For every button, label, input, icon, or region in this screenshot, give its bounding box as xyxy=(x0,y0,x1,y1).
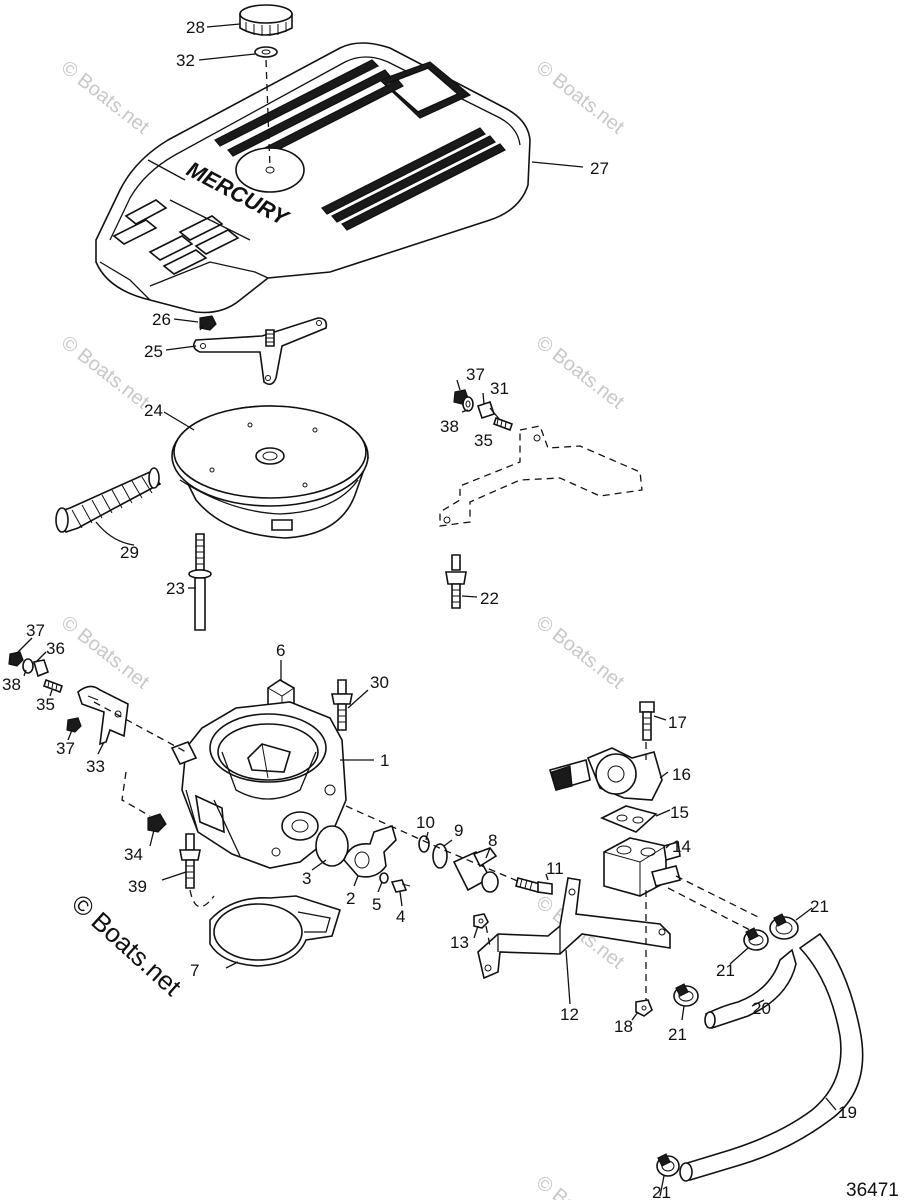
part-iac-gasket xyxy=(600,805,658,833)
leader-lines xyxy=(15,23,837,1197)
part-cap xyxy=(239,4,293,36)
watermark: © Boats.net xyxy=(57,612,153,694)
part-washer-small xyxy=(379,872,389,884)
part-long-stud xyxy=(188,533,212,631)
part-gasket xyxy=(209,895,341,967)
callout-2: 2 xyxy=(346,889,355,908)
watermark-main: © Boats.net xyxy=(66,888,188,1002)
callout-3: 3 xyxy=(302,869,311,888)
callout-38: 38 xyxy=(440,417,459,436)
part-nut-small xyxy=(473,913,489,929)
part-hose-clamp xyxy=(769,913,799,940)
part-flame-arrestor xyxy=(171,405,370,539)
document-number: 36471 xyxy=(846,1180,899,1200)
part-iac-adapter xyxy=(603,837,681,897)
part-hose-clamp xyxy=(743,927,769,951)
part-idle-air-control xyxy=(548,747,663,801)
part-stud xyxy=(445,554,467,609)
callout-20: 20 xyxy=(752,999,771,1018)
part-upper-hardware xyxy=(453,389,514,432)
callout-18: 18 xyxy=(614,1017,633,1036)
callout-16: 16 xyxy=(672,765,691,784)
callout-21: 21 xyxy=(810,897,829,916)
callout-19: 19 xyxy=(838,1103,857,1122)
part-sensor-fitting xyxy=(452,847,499,893)
watermark: © Boats.net xyxy=(532,1172,628,1200)
callout-27: 27 xyxy=(590,159,609,178)
callout-7: 7 xyxy=(190,961,199,980)
part-seal xyxy=(432,843,448,869)
callout-37: 37 xyxy=(466,365,485,384)
callout-31: 31 xyxy=(490,379,509,398)
callout-30: 30 xyxy=(370,673,389,692)
callout-11: 11 xyxy=(546,859,564,878)
part-left-hardware xyxy=(8,651,129,746)
callout-15: 15 xyxy=(670,803,689,822)
callout-32: 32 xyxy=(176,51,195,70)
part-stud-lower xyxy=(179,833,201,889)
part-nut xyxy=(199,315,217,331)
callout-12: 12 xyxy=(560,1005,579,1024)
part-screw xyxy=(390,879,411,893)
part-throttle-sensor xyxy=(343,824,397,878)
part-vent-hose xyxy=(55,467,162,533)
callout-35: 35 xyxy=(474,431,493,450)
callout-8: 8 xyxy=(488,831,497,850)
watermark: © Boats.net xyxy=(57,57,153,139)
callout-13: 13 xyxy=(450,933,469,952)
callout-34: 34 xyxy=(124,845,143,864)
part-stud-upper xyxy=(331,679,353,731)
callout-24: 24 xyxy=(144,401,163,420)
callout-36: 36 xyxy=(46,639,65,658)
callout-labels: 28 32 27 26 25 24 29 23 22 37 31 38 35 6… xyxy=(2,18,857,1200)
callout-35: 35 xyxy=(36,695,55,714)
part-long-hose xyxy=(679,932,864,1182)
callout-21: 21 xyxy=(716,961,735,980)
part-nut-lower xyxy=(147,813,167,833)
part-idle-control-bracket xyxy=(477,877,671,980)
callout-17: 17 xyxy=(668,713,687,732)
part-nut-bottom xyxy=(635,999,653,1017)
part-throttle-body xyxy=(170,701,347,869)
watermark: © Boats.net xyxy=(532,57,628,139)
part-hose-clamp xyxy=(673,983,699,1007)
callout-1: 1 xyxy=(380,751,389,770)
callout-25: 25 xyxy=(144,342,163,361)
part-bolt-vertical xyxy=(639,701,655,741)
callout-10: 10 xyxy=(416,813,435,832)
part-washer xyxy=(254,46,278,58)
callout-37: 37 xyxy=(56,739,75,758)
callout-4: 4 xyxy=(396,907,405,926)
callout-38: 38 xyxy=(2,675,21,694)
callout-5: 5 xyxy=(372,895,381,914)
callout-22: 22 xyxy=(480,589,499,608)
part-engine-cover: MERCURY xyxy=(95,42,531,314)
part-bolt xyxy=(515,877,553,895)
callout-33: 33 xyxy=(86,757,105,776)
part-o-ring-small xyxy=(418,835,430,853)
callout-21: 21 xyxy=(668,1025,687,1044)
callout-14: 14 xyxy=(672,837,691,856)
callout-6: 6 xyxy=(276,641,285,660)
assembly-lines xyxy=(93,59,761,1000)
callout-37: 37 xyxy=(26,621,45,640)
part-phantom-bracket xyxy=(439,425,643,527)
callout-26: 26 xyxy=(152,310,171,329)
part-mounting-bracket xyxy=(192,317,328,386)
callout-9: 9 xyxy=(454,821,463,840)
watermark: © Boats.net xyxy=(57,332,153,414)
callout-29: 29 xyxy=(120,543,139,562)
callout-21: 21 xyxy=(652,1183,671,1200)
part-short-hose xyxy=(704,948,797,1029)
callout-39: 39 xyxy=(128,877,147,896)
callout-23: 23 xyxy=(166,579,185,598)
watermark: © Boats.net xyxy=(532,332,628,414)
callout-28: 28 xyxy=(186,18,205,37)
part-hose-clamp xyxy=(656,1153,680,1177)
watermark: © Boats.net xyxy=(532,612,628,694)
part-o-ring xyxy=(315,825,349,867)
